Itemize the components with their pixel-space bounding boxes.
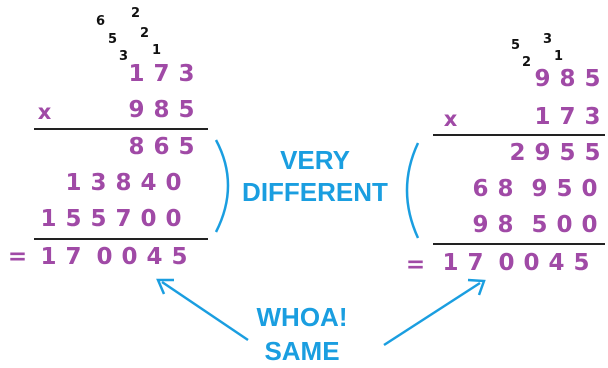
digit: 5: [584, 66, 601, 92]
left-partial-product-2: 1 3 8 4 0: [61, 169, 186, 197]
digit: 4: [548, 250, 565, 276]
multiply-sign: x: [37, 100, 52, 124]
digit: 5: [531, 212, 548, 238]
digit: 0: [523, 250, 540, 276]
digit: 0: [96, 244, 113, 270]
digit: 2: [509, 140, 526, 166]
digit: 4: [146, 244, 163, 270]
right-bracket: [405, 142, 420, 239]
digit: 5: [178, 134, 195, 160]
right-partial-product-1: 2 9 5 5: [505, 139, 605, 167]
digit: 5: [178, 97, 195, 123]
left-arrow: [161, 280, 249, 342]
right-top-rule: [433, 134, 605, 136]
left-bracket: [214, 139, 230, 233]
right-bottom-rule: [433, 243, 605, 245]
digit: 3: [178, 61, 195, 87]
digit: 9: [472, 212, 489, 238]
digit: 0: [121, 244, 138, 270]
digit: 7: [153, 61, 170, 87]
annotation-whoa: WHOA!: [256, 302, 348, 332]
right-multiplier: 1 7 3: [530, 103, 605, 131]
digit: 5: [559, 140, 576, 166]
digit: 9: [128, 97, 145, 123]
right-calculation: 5 3 2 1 9 8 5 x 1 7 3 2 9 5 5 6 8 9 5 0 …: [395, 0, 608, 280]
right-partial-product-3: 9 8 5 0 0: [468, 211, 602, 239]
digit: 4: [140, 170, 157, 196]
digit: 0: [498, 250, 515, 276]
left-bottom-rule: [34, 238, 208, 240]
left-result: 1 7 0 0 4 5: [36, 243, 192, 271]
right-multiplicand: 9 8 5: [530, 65, 605, 93]
digit: 1: [40, 206, 57, 232]
digit: 1: [40, 244, 57, 270]
digit: 5: [90, 206, 107, 232]
digit: 5: [556, 176, 573, 202]
left-top-rule: [34, 128, 208, 130]
digit: 9: [531, 176, 548, 202]
carry-digit: 3: [119, 49, 129, 64]
digit: 8: [497, 212, 514, 238]
digit: 8: [128, 134, 145, 160]
digit: 7: [559, 104, 576, 130]
annotation-different: DIFFERENT: [242, 177, 388, 207]
equals-sign: =: [7, 244, 28, 270]
left-multiplicand: 1 7 3: [124, 60, 199, 88]
right-arrow: [383, 281, 481, 347]
digit: 7: [467, 250, 484, 276]
digit: 3: [584, 104, 601, 130]
carry-digit: 5: [108, 32, 118, 47]
digit: 8: [559, 66, 576, 92]
digit: 1: [65, 170, 82, 196]
digit: 0: [140, 206, 157, 232]
carry-digit: 2: [522, 55, 532, 70]
annotation-very: VERY: [280, 145, 350, 175]
carry-digit: 1: [554, 49, 564, 64]
digit: 0: [581, 212, 598, 238]
annotation-same: SAME: [264, 336, 340, 366]
digit: 1: [534, 104, 551, 130]
digit: 0: [165, 170, 182, 196]
digit: 0: [581, 176, 598, 202]
left-calculation: 6 2 5 2 3 1 1 7 3 x 9 8 5 8 6 5 1 3 8 4 …: [0, 0, 215, 280]
digit: 9: [534, 66, 551, 92]
carry-digit: 1: [152, 43, 162, 58]
digit: 3: [90, 170, 107, 196]
digit: 0: [556, 212, 573, 238]
digit: 7: [115, 206, 132, 232]
left-partial-product-1: 8 6 5: [124, 133, 199, 161]
carry-digit: 5: [511, 38, 521, 53]
carry-digit: 3: [543, 32, 553, 47]
digit: 8: [153, 97, 170, 123]
right-arrow-head: [467, 278, 486, 296]
left-arrow-head: [156, 278, 174, 295]
digit: 7: [65, 244, 82, 270]
digit: 5: [573, 250, 590, 276]
digit: 1: [442, 250, 459, 276]
digit: 8: [115, 170, 132, 196]
digit: 1: [128, 61, 145, 87]
digit: 8: [497, 176, 514, 202]
right-partial-product-2: 6 8 9 5 0: [468, 175, 602, 203]
left-partial-product-3: 1 5 5 7 0 0: [36, 205, 186, 233]
digit: 0: [165, 206, 182, 232]
multiply-sign: x: [443, 107, 458, 131]
digit: 5: [171, 244, 188, 270]
digit: 5: [584, 140, 601, 166]
carry-digit: 2: [131, 6, 141, 21]
equals-sign: =: [405, 252, 426, 278]
digit: 6: [472, 176, 489, 202]
digit: 5: [65, 206, 82, 232]
digit: 9: [534, 140, 551, 166]
right-result: 1 7 0 0 4 5: [438, 249, 594, 277]
carry-digit: 2: [140, 26, 150, 41]
digit: 6: [153, 134, 170, 160]
carry-digit: 6: [96, 14, 106, 29]
left-multiplier: 9 8 5: [124, 96, 199, 124]
